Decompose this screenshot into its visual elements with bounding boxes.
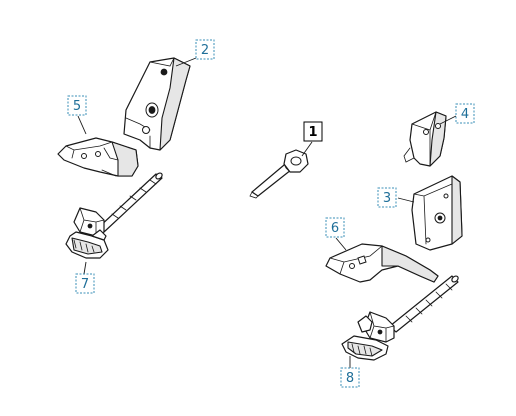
- part-5-bracket[interactable]: [57, 137, 139, 177]
- leader-6: [335, 237, 347, 251]
- leader-2: [175, 57, 197, 67]
- part-2-bracket[interactable]: [123, 57, 191, 151]
- leader-4: [439, 115, 457, 125]
- leader-3: [397, 197, 415, 203]
- callout-5[interactable]: 5: [67, 95, 87, 116]
- callout-4[interactable]: 4: [455, 103, 475, 124]
- leader-1: [301, 141, 313, 157]
- callout-7[interactable]: 7: [75, 273, 95, 294]
- callout-8-label: 8: [346, 371, 354, 386]
- callout-1-label: 1: [308, 125, 317, 140]
- leader-7: [83, 261, 87, 275]
- callout-3-label: 3: [383, 191, 391, 206]
- leader-5: [77, 115, 87, 135]
- part-1-wrench[interactable]: [249, 149, 309, 199]
- callout-4-label: 4: [461, 107, 469, 122]
- callout-2-label: 2: [201, 43, 209, 58]
- callout-3[interactable]: 3: [377, 187, 397, 208]
- part-4-bracket[interactable]: [403, 111, 447, 167]
- callout-6-label: 6: [331, 221, 339, 236]
- callout-2[interactable]: 2: [195, 39, 215, 60]
- callout-6[interactable]: 6: [325, 217, 345, 238]
- part-6-bracket[interactable]: [325, 243, 439, 283]
- part-3-bracket[interactable]: [411, 175, 463, 251]
- part-7-jack-screw[interactable]: [65, 172, 163, 259]
- callout-5-label: 5: [73, 99, 81, 114]
- callout-7-label: 7: [81, 277, 89, 292]
- callout-1[interactable]: 1: [303, 121, 323, 142]
- part-8-jack-screw[interactable]: [341, 275, 459, 361]
- callout-8[interactable]: 8: [340, 367, 360, 388]
